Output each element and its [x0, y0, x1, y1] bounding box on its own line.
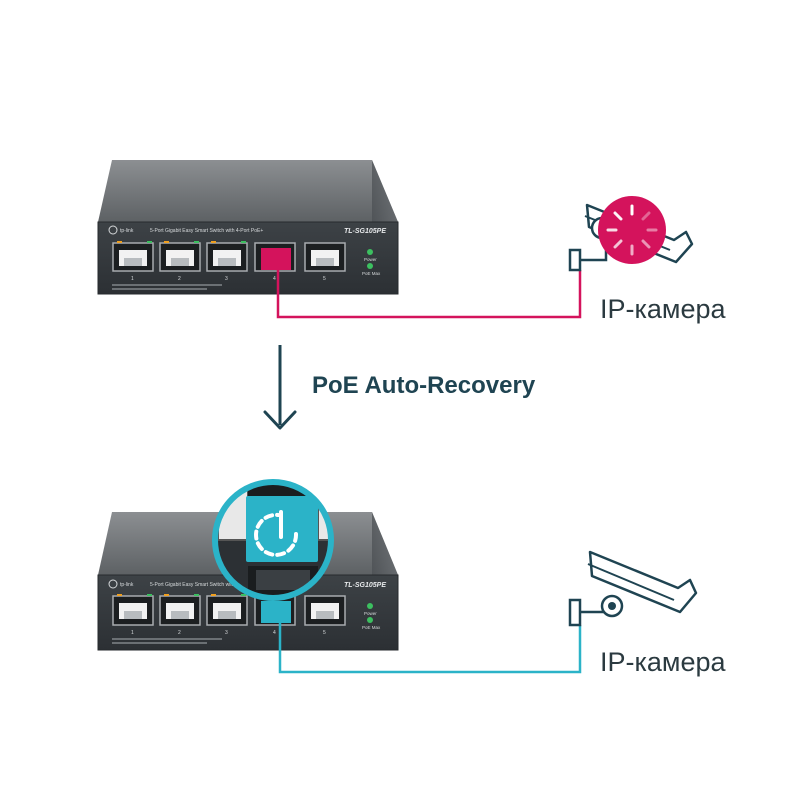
switch-bottom-power-label: Power — [364, 611, 377, 616]
switch-bottom-port-number-1: 1 — [131, 630, 134, 636]
switch-bottom-port-number-3: 3 — [225, 630, 228, 636]
switch-top: tp-link 5-Port Gigabit Easy Smart Switch… — [97, 160, 399, 295]
switch-top-poemax-led — [367, 263, 373, 269]
restart-spinner-icon — [598, 196, 666, 264]
switch-bottom-port-3[interactable] — [206, 595, 248, 626]
switch-top-port-number-2: 2 — [178, 276, 181, 282]
top-cable-line — [276, 270, 582, 319]
switch-bottom-brand: tp-link — [120, 582, 134, 588]
switch-bottom-model: TL-SG105PE — [344, 582, 386, 589]
switch-top-poemax-label: PoE Max — [362, 271, 381, 276]
switch-bottom-power-led — [367, 603, 373, 609]
switch-top-port-1[interactable] — [112, 242, 154, 272]
camera-bottom-icon — [568, 550, 698, 627]
switch-top-description: 5-Port Gigabit Easy Smart Switch with 4-… — [150, 228, 263, 234]
switch-bottom-port-4-active[interactable] — [254, 595, 296, 626]
switch-bottom-port-2[interactable] — [159, 595, 201, 626]
switch-bottom-port-1[interactable] — [112, 595, 154, 626]
auto-recovery-icon — [254, 510, 299, 557]
switch-top-port-4-active[interactable] — [254, 242, 296, 272]
switch-top-power-label: Power — [364, 257, 377, 262]
bottom-cable-line — [278, 622, 582, 674]
camera-top-label: IP-камера — [600, 294, 727, 324]
feature-label: PoE Auto-Recovery — [312, 372, 536, 399]
switch-bottom-logo-icon — [108, 579, 118, 589]
switch-top-port-5[interactable] — [304, 242, 346, 272]
switch-bottom-port-number-4: 4 — [273, 630, 276, 636]
switch-bottom-poemax-led — [367, 617, 373, 623]
switch-bottom-port-number-2: 2 — [178, 630, 181, 636]
switch-bottom-port-5[interactable] — [304, 595, 346, 626]
down-arrow-icon — [263, 345, 297, 430]
switch-top-port-number-3: 3 — [225, 276, 228, 282]
switch-top-port-number-1: 1 — [131, 276, 134, 282]
switch-top-port-number-5: 5 — [323, 276, 326, 282]
switch-top-logo-icon — [108, 225, 118, 235]
camera-bottom-label: IP-камера — [600, 647, 727, 677]
switch-top-power-led — [367, 249, 373, 255]
switch-bottom-port-number-5: 5 — [323, 630, 326, 636]
switch-bottom-poemax-label: PoE Max — [362, 625, 381, 630]
switch-top-brand: tp-link — [120, 228, 134, 234]
switch-top-port-3[interactable] — [206, 242, 248, 272]
switch-top-port-2[interactable] — [159, 242, 201, 272]
port-zoom-magnifier — [212, 479, 334, 601]
switch-top-port-number-4: 4 — [273, 276, 276, 282]
switch-top-model: TL-SG105PE — [344, 228, 386, 235]
switch-bottom-description: 5-Port Gigabit Easy Smart Switch with 4-… — [150, 582, 263, 588]
